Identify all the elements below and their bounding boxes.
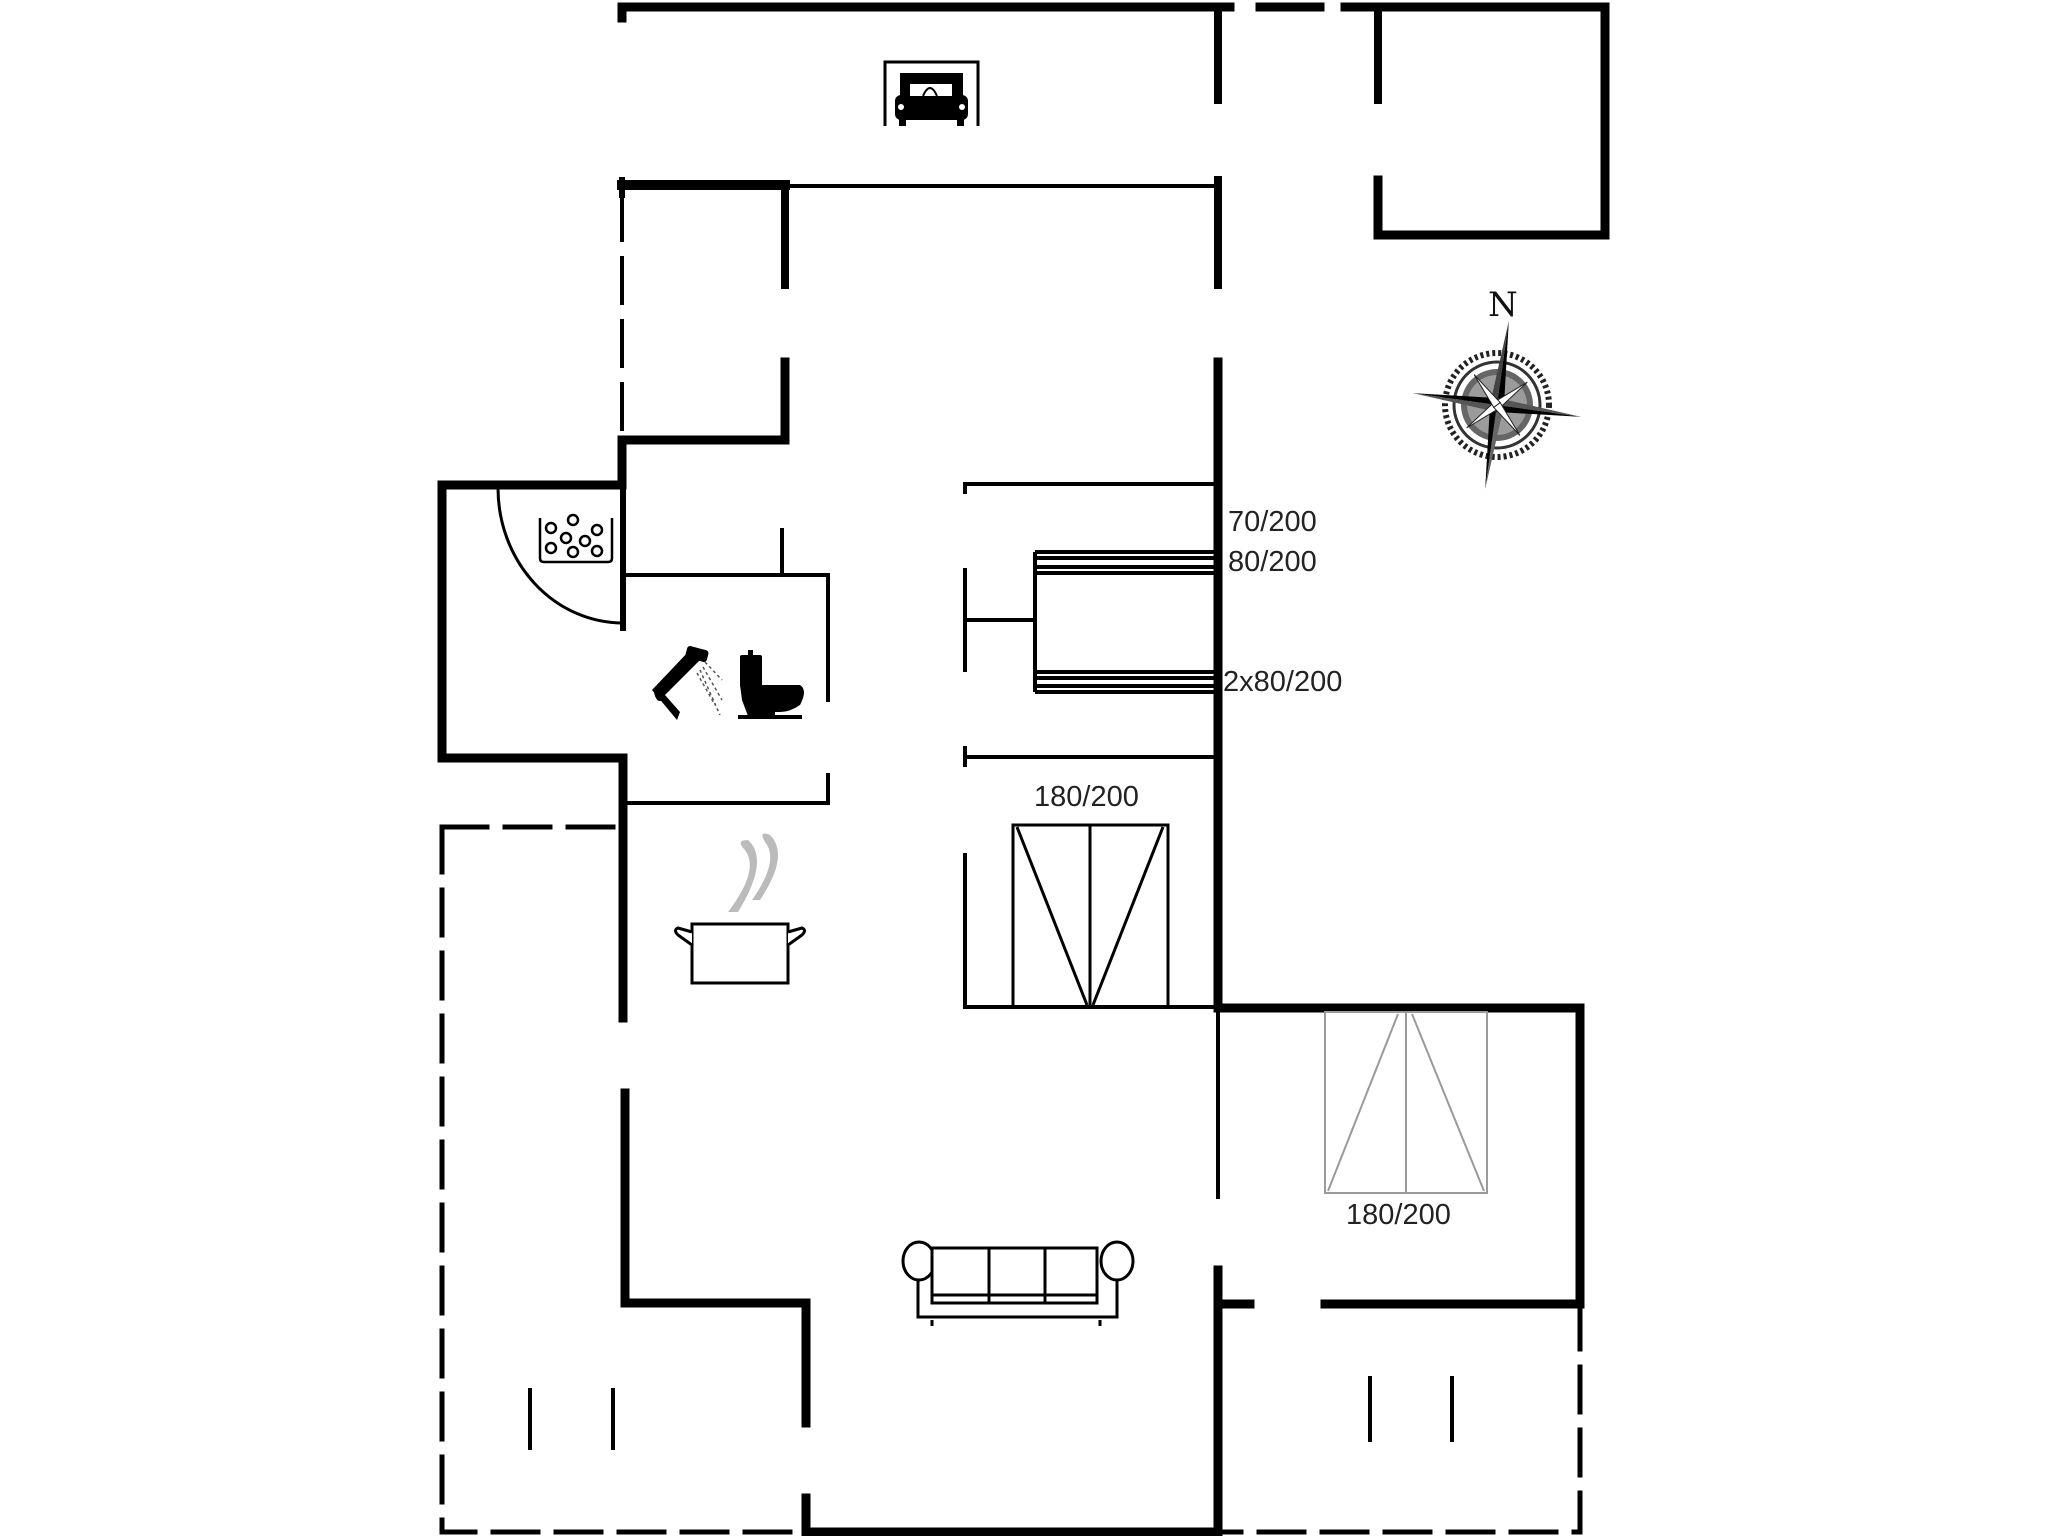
double-bed-middle bbox=[1011, 823, 1170, 1009]
toilet-icon bbox=[738, 650, 804, 719]
shower-icon bbox=[652, 646, 723, 720]
north-label: N bbox=[1488, 285, 1518, 325]
sofa-icon bbox=[901, 1240, 1135, 1326]
bed-label-middle-180-200: 180/200 bbox=[1034, 781, 1139, 813]
bed-label-70-200: 70/200 bbox=[1228, 506, 1317, 538]
bed-label-80-200: 80/200 bbox=[1228, 546, 1317, 578]
cooking-pot-icon bbox=[674, 833, 806, 985]
bed-label-2x80-200: 2x80/200 bbox=[1223, 666, 1343, 698]
compass-rose-icon bbox=[1412, 320, 1582, 490]
car-icon bbox=[883, 60, 980, 126]
sauna-heater-icon bbox=[538, 513, 614, 564]
bunk-bed-group bbox=[1033, 550, 1215, 694]
double-bed-right bbox=[1324, 1011, 1488, 1194]
bed-label-right-180-200: 180/200 bbox=[1346, 1199, 1451, 1231]
